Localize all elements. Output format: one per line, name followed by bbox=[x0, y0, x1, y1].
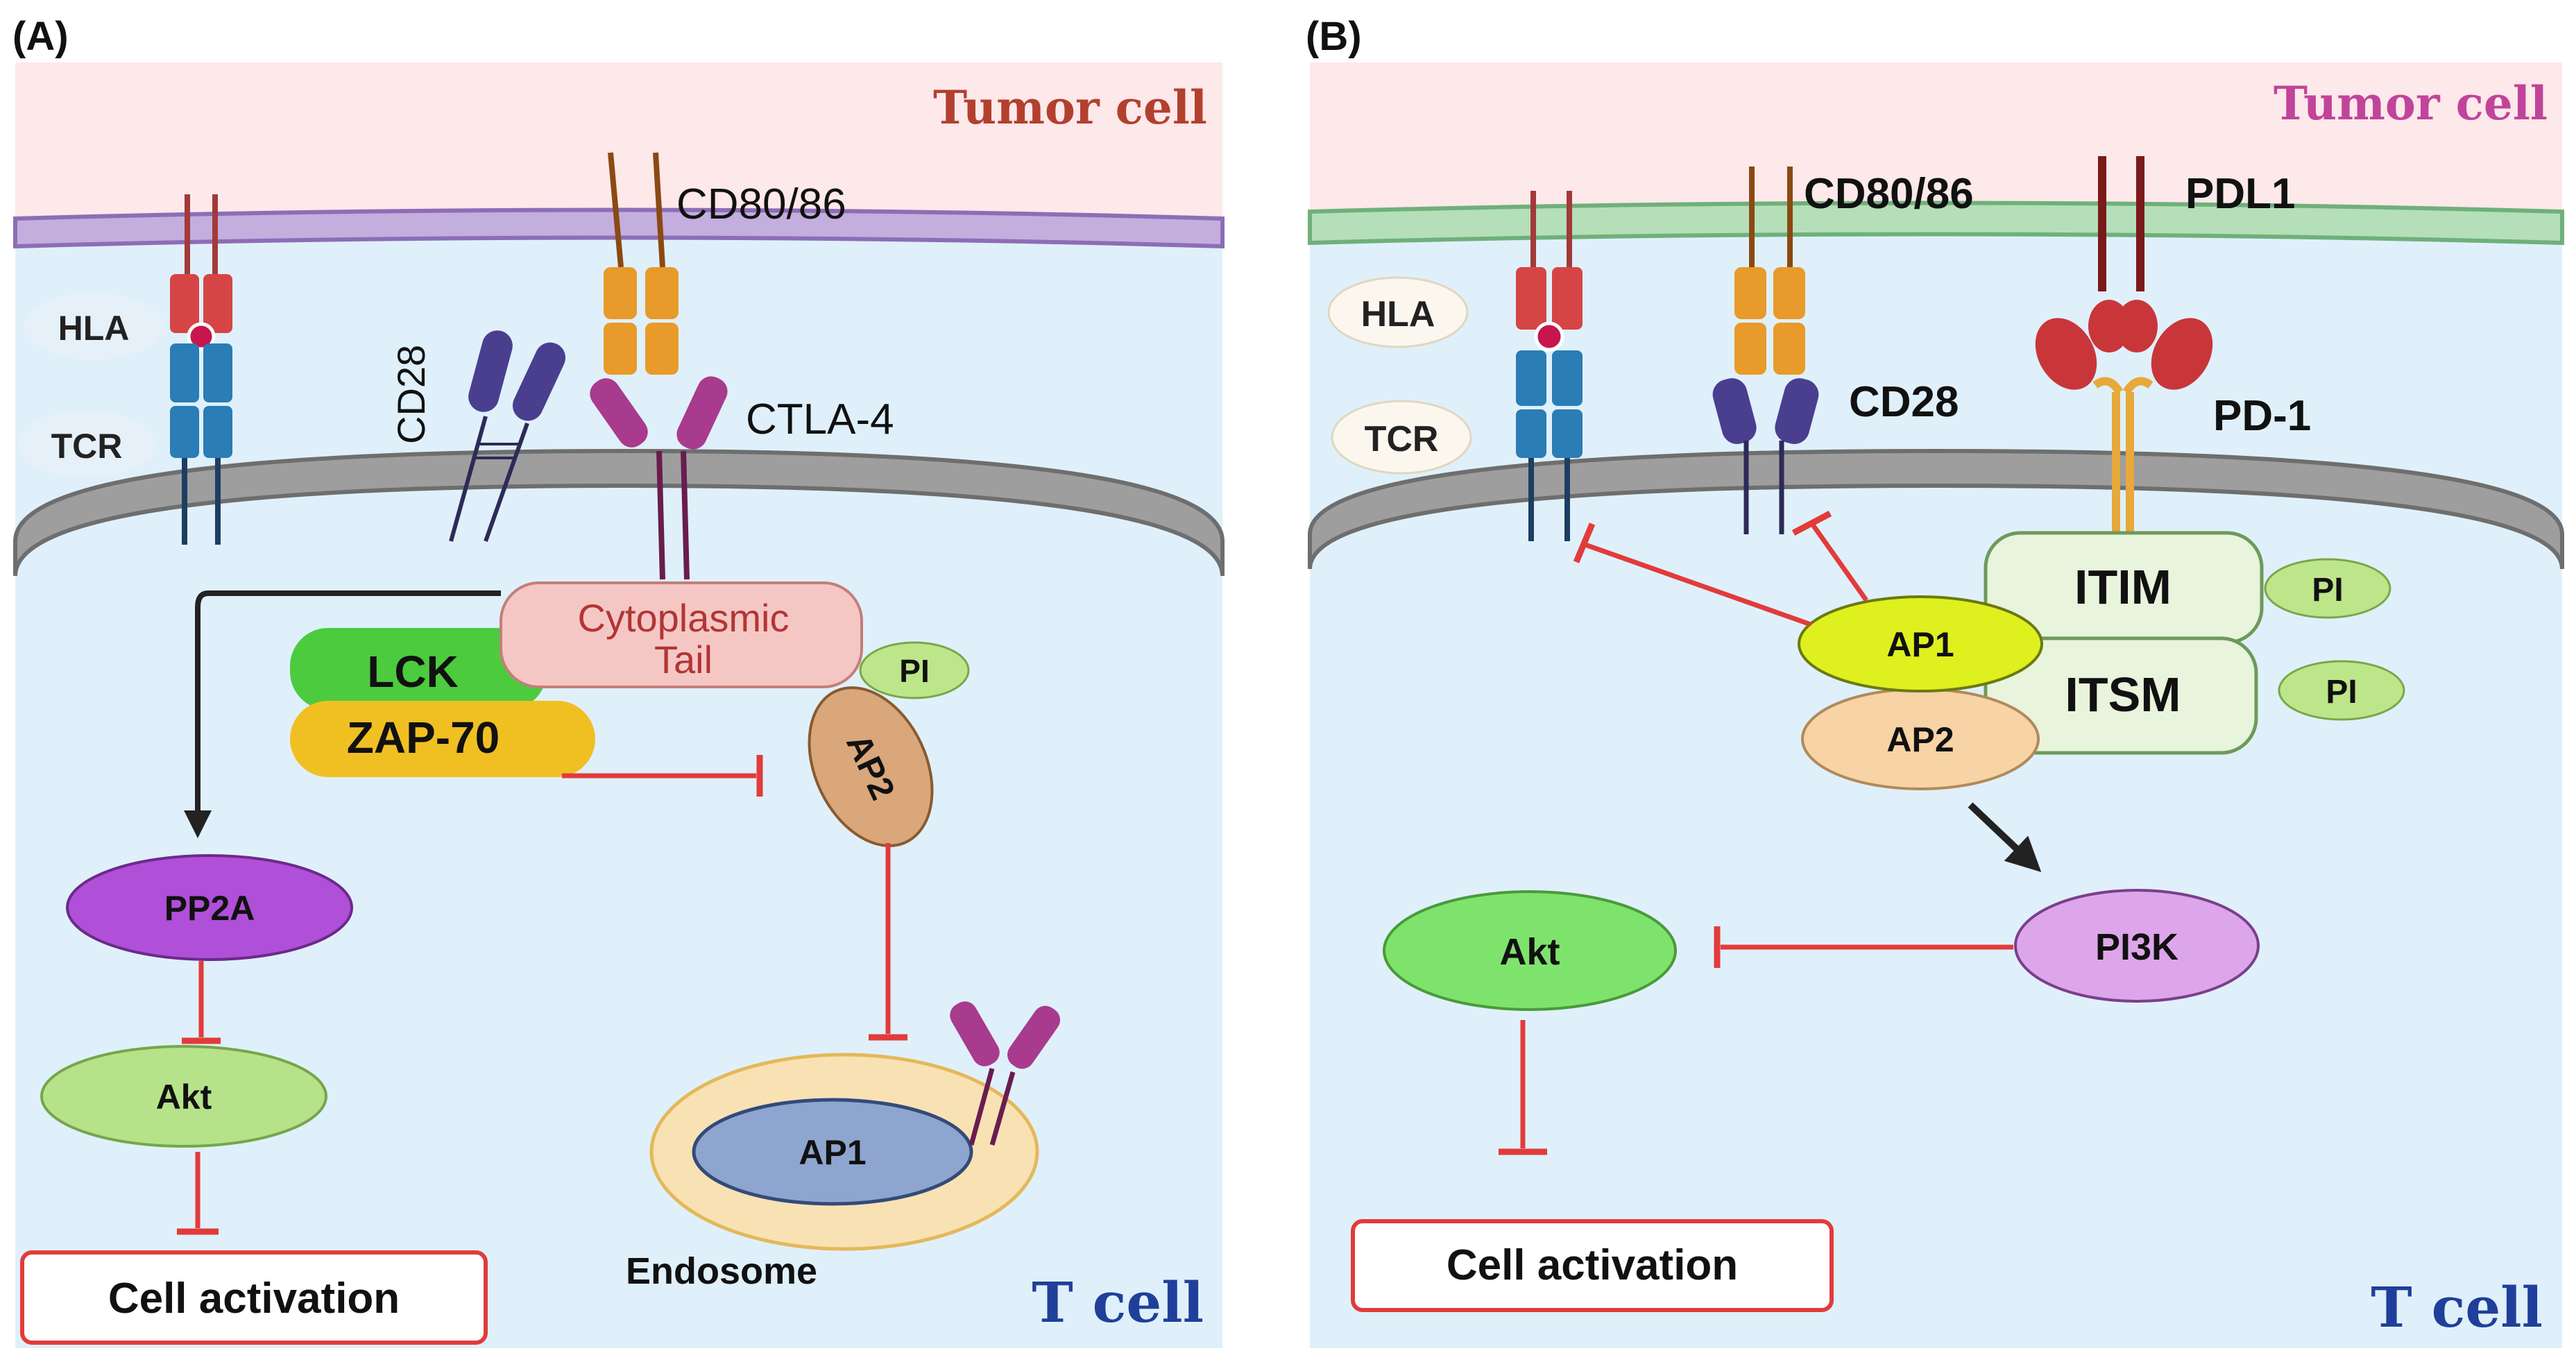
panel-b-pd1-receptor bbox=[2092, 377, 2153, 534]
panel-b-ap1-tcr-inhibit-line bbox=[1584, 542, 1812, 627]
panel-a-cd80-86-label: CD80/86 bbox=[676, 180, 846, 228]
panel-b-tcell-membrane bbox=[1308, 448, 2564, 570]
panel-b-ap1-tcr-inhibit-bar bbox=[1573, 522, 1596, 563]
panel-b-itsm-label: ITSM bbox=[2065, 668, 2181, 722]
panel-b-cd28-label: CD28 bbox=[1849, 378, 1959, 426]
panel-b-pi3k-label: PI3K bbox=[2095, 926, 2178, 968]
panel-a-pi-label: PI bbox=[899, 653, 929, 689]
panel-a-lck-label: LCK bbox=[367, 647, 459, 697]
panel-b-label: (B) bbox=[1306, 14, 1362, 59]
panel-b-cell-activation-label: Cell activation bbox=[1447, 1241, 1738, 1289]
panel-b-pdl1-ligand bbox=[2035, 156, 2213, 390]
panel-a-lck-box bbox=[290, 628, 547, 710]
panel-a-tcell-membrane bbox=[13, 448, 1225, 577]
panel-a-ap1-label: AP1 bbox=[799, 1133, 866, 1172]
panel-a-activation-arrow bbox=[184, 590, 501, 838]
panel-b-pdl1-label: PDL1 bbox=[2185, 170, 2295, 218]
panel-b-cd28-receptor bbox=[1712, 378, 1819, 534]
panel-a-cd80-86-ligand bbox=[604, 152, 679, 375]
panel-b-ap2-pi3k-arrow bbox=[1968, 802, 2042, 872]
panel-b-ap1-ellipse bbox=[1798, 595, 2043, 692]
panel-b-tcell-label: T cell bbox=[2371, 1275, 2543, 1340]
panel-a-tcell-label: T cell bbox=[1032, 1270, 1204, 1335]
panel-a-cell-activation-label: Cell activation bbox=[108, 1275, 400, 1323]
panel-a-cytoplasmic-tail-line1: Cytoplasmic bbox=[578, 596, 790, 640]
panel-b-ap2-label: AP2 bbox=[1886, 720, 1954, 759]
panel-a-akt-label: Akt bbox=[156, 1078, 212, 1116]
panel-a-cd28-label: CD28 bbox=[389, 345, 433, 444]
panel-b-itim-label: ITIM bbox=[2074, 560, 2172, 614]
panel-b-pd1-label: PD-1 bbox=[2213, 392, 2311, 440]
panel-b-akt-label: Akt bbox=[1499, 931, 1560, 973]
panel-a-endosome-ctla4 bbox=[950, 1001, 1060, 1146]
panel-a-pp2a-label: PP2A bbox=[164, 889, 255, 928]
panel-b-cd80-86-label: CD80/86 bbox=[1804, 170, 1974, 218]
panel-a-hla-tcr-receptor bbox=[170, 194, 232, 545]
panel-b-hla-bubble bbox=[1327, 276, 1469, 348]
panel-a-cytoplasmic-tail-box bbox=[500, 581, 863, 688]
panel-b-cell-activation-box bbox=[1351, 1219, 1834, 1312]
panel-b-tumor-membrane bbox=[1308, 201, 2564, 246]
panel-a-cell-activation-box bbox=[20, 1250, 488, 1345]
panel-a-zap70-label: ZAP-70 bbox=[347, 713, 500, 763]
panel-a-cd28-receptor bbox=[449, 330, 566, 542]
panel-a-pi-ellipse bbox=[859, 641, 970, 699]
panel-b-pi-1-ellipse bbox=[2264, 558, 2391, 619]
panel-b: (B) Tumor cell T cell HLA TCR CD80/86 bbox=[1306, 14, 2564, 1348]
panel-b-pi-1-label: PI bbox=[2312, 572, 2343, 609]
panel-a-tumor-cell-label: Tumor cell bbox=[933, 80, 1207, 135]
panel-a-tcr-bubble bbox=[17, 411, 156, 477]
panel-b-cd80-86-ligand bbox=[1734, 167, 1805, 375]
panel-b-pi-2-ellipse bbox=[2278, 660, 2405, 721]
panel-a-pp2a-ellipse bbox=[66, 854, 353, 961]
panel-a-zap70-box bbox=[290, 701, 595, 777]
panel-b-ap1-label: AP1 bbox=[1886, 625, 1954, 664]
panel-a-label: (A) bbox=[12, 14, 69, 59]
panel-a-hla-label: HLA bbox=[58, 309, 130, 348]
panel-b-tumor-cell-label: Tumor cell bbox=[2274, 76, 2548, 130]
panel-b-tcr-bubble bbox=[1331, 400, 1472, 475]
panel-b-tcr-label: TCR bbox=[1365, 419, 1439, 459]
panel-a-ctla4-label: CTLA-4 bbox=[746, 396, 894, 443]
panel-b-itsm-box bbox=[1984, 636, 2258, 755]
panel-a-hla-bubble bbox=[24, 293, 163, 359]
panel-a-ctla4-receptor bbox=[590, 376, 728, 580]
panel-a-endosome-label: Endosome bbox=[626, 1250, 817, 1292]
panel-b-ap1-cd28-inhibit-line bbox=[1810, 522, 1868, 602]
panel-b-ap1-cd28-inhibit-bar bbox=[1791, 511, 1832, 536]
panel-b-hla-label: HLA bbox=[1361, 294, 1435, 334]
panel-a-ap1-ellipse bbox=[692, 1098, 973, 1206]
panel-a-akt-ellipse bbox=[40, 1045, 327, 1148]
panel-b-hla-tcr-receptor bbox=[1516, 191, 1583, 541]
panel-b-akt-ellipse bbox=[1383, 890, 1677, 1011]
panel-a-ap2-ellipse bbox=[808, 686, 934, 847]
panel-a-cytoplasmic-tail-line2: Tail bbox=[654, 638, 713, 681]
panel-b-pi-2-label: PI bbox=[2326, 674, 2357, 711]
panel-b-pi3k-ellipse bbox=[2014, 889, 2260, 1003]
panel-a: (A) Tumor cell T cell HLA TCR CD28 bbox=[12, 14, 1225, 1348]
panel-a-tcr-label: TCR bbox=[51, 427, 123, 466]
